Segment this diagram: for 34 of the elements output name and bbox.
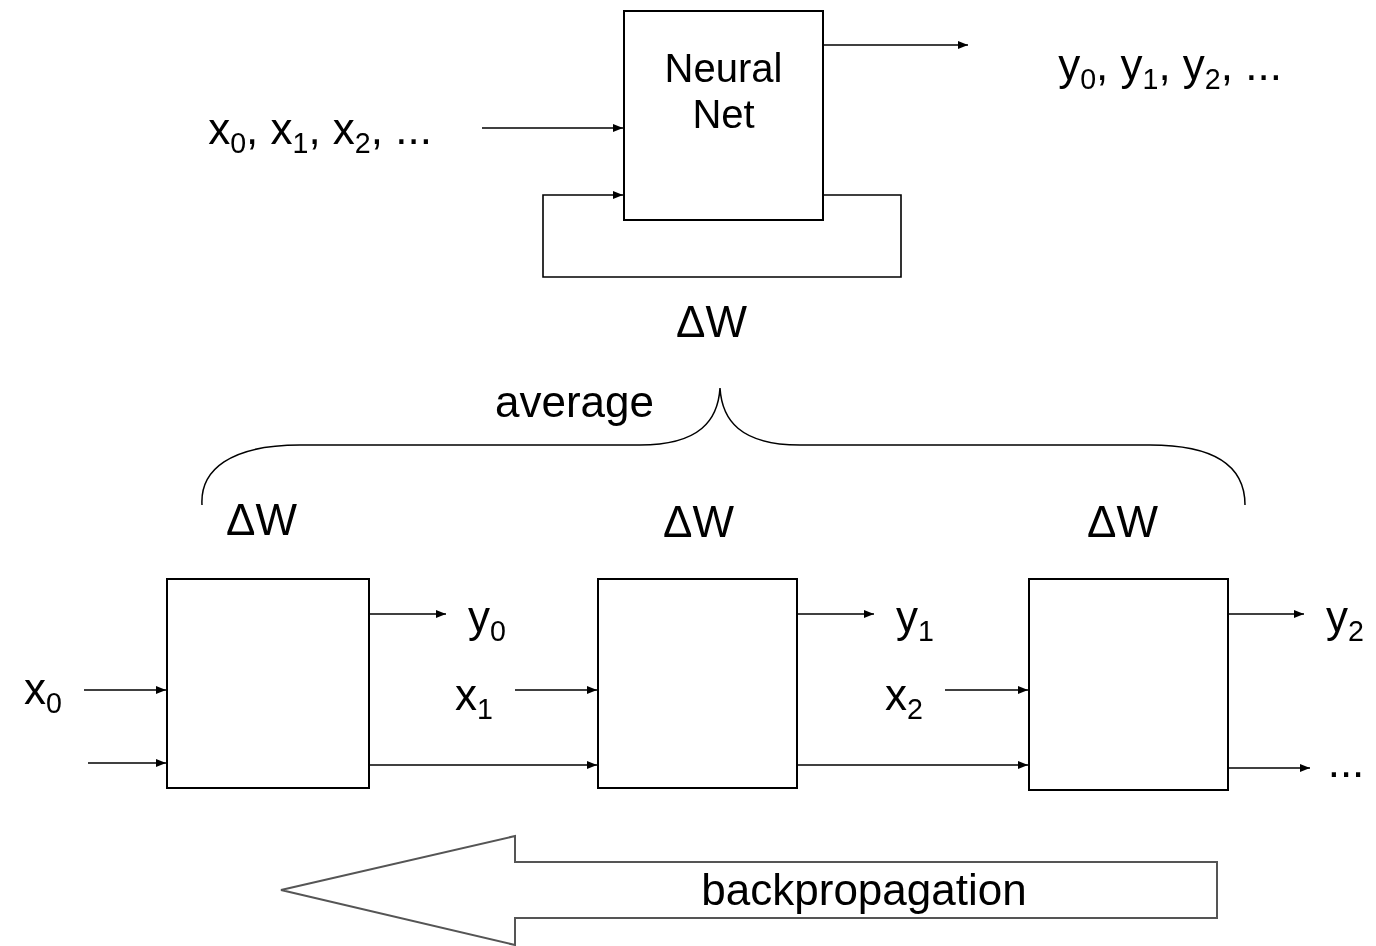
hollow-arrow bbox=[280, 835, 1218, 946]
sequence-text: ... bbox=[1327, 736, 1365, 788]
arrow bbox=[823, 41, 969, 49]
arrow bbox=[1228, 610, 1305, 618]
arrow-label: backpropagation bbox=[701, 865, 1027, 916]
empty-block-box bbox=[166, 578, 370, 789]
empty-block-box bbox=[1028, 578, 1229, 791]
arrow bbox=[83, 686, 167, 694]
sequence-text: y$_{2}$ bbox=[1326, 592, 1364, 648]
brace-label: average bbox=[495, 380, 654, 424]
arrow bbox=[944, 686, 1029, 694]
sequence-text: y$_{1}$ bbox=[896, 592, 934, 648]
arrow bbox=[87, 759, 167, 767]
arrow bbox=[1228, 764, 1311, 772]
empty-block-box bbox=[597, 578, 798, 789]
sequence-text: y$_{0}$, y$_{1}$, y$_{2}$, ... bbox=[1058, 40, 1282, 96]
sequence-text: y$_{0}$ bbox=[468, 592, 506, 648]
arrow bbox=[797, 761, 1029, 769]
weight-update-label: ΔW bbox=[226, 498, 297, 542]
box-label: Neural Net bbox=[663, 44, 784, 137]
arrow bbox=[369, 761, 598, 769]
arrow bbox=[797, 610, 875, 618]
sequence-text: x$_{2}$ bbox=[885, 670, 923, 726]
arrow bbox=[481, 124, 624, 132]
network-box bbox=[623, 10, 824, 221]
sequence-text: x$_{0}$ bbox=[24, 664, 62, 720]
feedback-arrow bbox=[542, 191, 902, 278]
sequence-text: x$_{1}$ bbox=[455, 670, 493, 726]
weight-update-label: ΔW bbox=[1087, 500, 1158, 544]
weight-update-label: ΔW bbox=[663, 500, 734, 544]
weight-update-label: ΔW bbox=[676, 300, 747, 344]
arrow bbox=[514, 686, 598, 694]
sequence-text: x$_{0}$, x$_{1}$, x$_{2}$, ... bbox=[208, 104, 432, 160]
arrow bbox=[369, 610, 447, 618]
